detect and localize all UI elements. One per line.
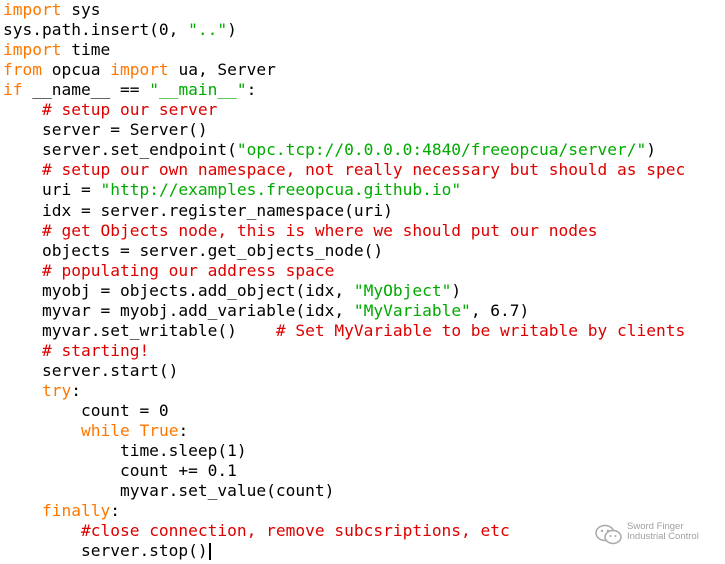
code-line: time.sleep(1) xyxy=(3,441,247,461)
code-comment: # populating our address space xyxy=(41,260,335,280)
code-text: ua, Server xyxy=(168,60,276,80)
code-text: myobj = objects.add_object(idx, xyxy=(3,280,354,300)
code-text: myvar.set_value(count) xyxy=(3,481,335,501)
code-text: count = 0 xyxy=(3,401,169,420)
code-line: count += 0.1 xyxy=(3,461,237,481)
code-text: objects = server.get_objects_node() xyxy=(3,240,384,260)
code-text: idx = server.register_namespace(uri) xyxy=(3,200,393,220)
code-text: myvar = myobj.add_variable(idx, xyxy=(3,300,354,320)
code-line: server.stop() xyxy=(3,541,211,561)
code-text: server = Server() xyxy=(3,120,208,140)
code-line: myvar.set_value(count) xyxy=(3,481,334,501)
code-line: server.start() xyxy=(3,361,178,381)
code-text: sys xyxy=(61,0,101,19)
code-text: ) xyxy=(451,280,462,300)
code-line: # setup our server xyxy=(3,100,217,120)
code-keyword: import xyxy=(3,0,62,19)
code-line: try: xyxy=(3,381,81,401)
watermark: Sword Finger Industrial Control xyxy=(595,522,720,552)
code-text xyxy=(3,521,81,540)
code-text xyxy=(3,341,42,360)
code-keyword: if xyxy=(3,80,23,100)
code-text: opcua xyxy=(41,60,111,80)
code-line: count = 0 xyxy=(3,401,169,421)
code-string: "MyObject" xyxy=(353,280,452,300)
code-text: : xyxy=(246,80,257,100)
code-keyword: True xyxy=(139,421,179,441)
code-text xyxy=(3,221,42,240)
code-text: server.stop() xyxy=(3,541,208,561)
code-string: "opc.tcp://0.0.0.0:4840/freeopcua/server… xyxy=(236,140,647,160)
code-keyword: finally xyxy=(41,501,111,521)
code-line: import sys xyxy=(3,0,100,20)
code-text xyxy=(3,261,42,280)
code-comment: # setup our own namespace, not really ne… xyxy=(41,160,686,180)
code-line: # populating our address space xyxy=(3,261,334,281)
code-text: : xyxy=(71,380,81,400)
code-line: finally: xyxy=(3,501,120,521)
code-text: uri = xyxy=(3,180,101,200)
code-text: : xyxy=(110,501,120,521)
code-line: import time xyxy=(3,40,110,60)
code-text xyxy=(3,501,42,520)
code-comment: # Set MyVariable to be writable by clien… xyxy=(275,320,686,340)
code-line: #close connection, remove subcsriptions,… xyxy=(3,521,510,541)
code-line: myvar = myobj.add_variable(idx, "MyVaria… xyxy=(3,301,529,321)
code-text xyxy=(3,381,42,400)
code-comment: #close connection, remove subcsriptions,… xyxy=(80,521,510,541)
code-line: server.set_endpoint("opc.tcp://0.0.0.0:4… xyxy=(3,140,656,160)
code-text: __name__ == xyxy=(22,80,150,100)
code-text: time.sleep(1) xyxy=(3,441,247,461)
code-text xyxy=(3,100,42,119)
code-line: objects = server.get_objects_node() xyxy=(3,241,383,261)
code-text xyxy=(3,160,42,179)
code-comment: # starting! xyxy=(41,340,150,360)
code-text: sys.path.insert(0, xyxy=(3,20,189,40)
code-line: from opcua import ua, Server xyxy=(3,60,276,80)
code-comment: # get Objects node, this is where we sho… xyxy=(41,220,598,240)
code-line: # setup our own namespace, not really ne… xyxy=(3,160,685,180)
code-text: count += 0.1 xyxy=(3,461,237,481)
code-text: server.start() xyxy=(3,360,179,380)
code-keyword: while xyxy=(80,421,130,441)
code-keyword: import xyxy=(3,40,62,60)
watermark-text: Sword Finger Industrial Control xyxy=(627,521,699,542)
code-line: myobj = objects.add_object(idx, "MyObjec… xyxy=(3,281,461,301)
code-text xyxy=(130,421,140,440)
code-line: while True: xyxy=(3,421,188,441)
code-line: idx = server.register_namespace(uri) xyxy=(3,201,393,221)
code-text xyxy=(3,421,81,440)
code-text: , 6.7) xyxy=(470,300,530,320)
code-string: "__main__" xyxy=(149,80,247,100)
code-text: ) xyxy=(227,20,237,40)
code-text: myvar.set_writable() xyxy=(3,320,276,340)
code-text: time xyxy=(61,40,111,60)
code-keyword: from xyxy=(3,60,42,80)
code-string: ".." xyxy=(188,20,228,40)
code-comment: # setup our server xyxy=(41,100,218,120)
code-line: if __name__ == "__main__": xyxy=(3,80,256,100)
code-line: uri = "http://examples.freeopcua.github.… xyxy=(3,180,461,200)
wechat-icon xyxy=(595,524,622,545)
code-keyword: import xyxy=(110,60,169,80)
code-line: # starting! xyxy=(3,341,149,361)
code-line: sys.path.insert(0, "..") xyxy=(3,20,237,40)
code-text: ) xyxy=(646,140,656,160)
code-text: server.set_endpoint( xyxy=(3,140,237,160)
code-string: "http://examples.freeopcua.github.io" xyxy=(100,180,462,200)
code-text: : xyxy=(178,421,189,441)
code-line: server = Server() xyxy=(3,120,208,140)
code-string: "MyVariable" xyxy=(353,300,471,320)
code-line: myvar.set_writable() # Set MyVariable to… xyxy=(3,321,685,341)
code-line: # get Objects node, this is where we sho… xyxy=(3,221,598,241)
text-caret xyxy=(208,543,211,561)
code-keyword: try xyxy=(41,380,72,400)
